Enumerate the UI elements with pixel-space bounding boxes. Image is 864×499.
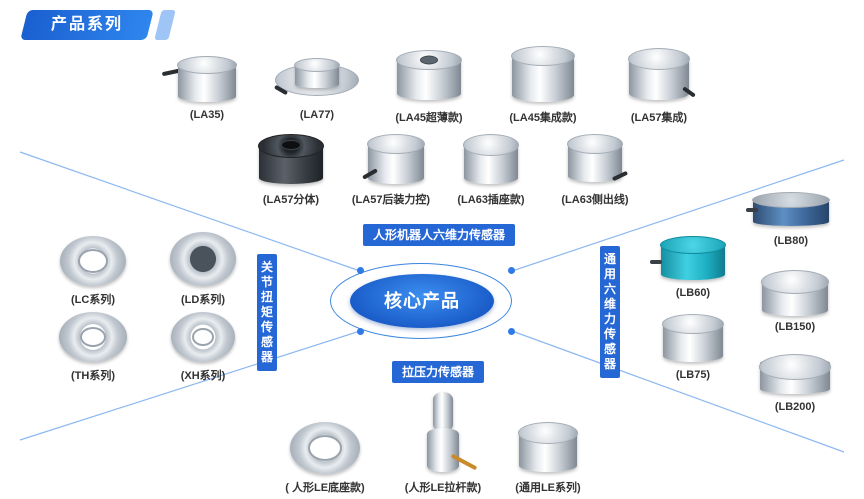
product-la57-split[interactable]: (LA57分体)	[246, 132, 336, 207]
product-image	[746, 190, 836, 232]
product-image	[384, 48, 474, 106]
product-image	[648, 234, 738, 284]
product-image	[246, 132, 336, 188]
product-le-general[interactable]: (通用LE系列)	[498, 420, 598, 495]
product-label: (LC系列)	[71, 294, 115, 306]
product-label: (LD系列)	[181, 294, 225, 306]
product-label: (LA77)	[299, 109, 335, 121]
product-la63-side[interactable]: (LA63侧出线)	[550, 132, 640, 207]
product-image	[163, 230, 243, 288]
product-label: (LB80)	[773, 235, 809, 247]
product-lb75[interactable]: (LB75)	[648, 312, 738, 381]
product-la45-thin[interactable]: (LA45超薄款)	[384, 48, 474, 125]
product-image	[446, 132, 536, 188]
product-label: (LA57集成)	[630, 112, 688, 124]
product-image	[398, 392, 488, 476]
section-title-tag: 产品系列	[20, 10, 154, 40]
product-la57-rear-control[interactable]: (LA57后装力控)	[346, 132, 436, 207]
product-label: (XH系列)	[180, 370, 226, 382]
product-label: (LB200)	[774, 401, 816, 413]
node-dot-bottom-left	[357, 328, 364, 335]
product-label: (LA63侧出线)	[561, 194, 629, 206]
product-label: (LA35)	[189, 109, 225, 121]
section-title: 产品系列	[50, 16, 123, 33]
product-lb80[interactable]: (LB80)	[746, 190, 836, 247]
category-joint-torque: 关节扭矩传感器	[257, 254, 277, 371]
product-label: (LA63插座款)	[457, 194, 525, 206]
node-dot-top-right	[508, 267, 515, 274]
product-la35[interactable]: (LA35)	[161, 52, 252, 121]
product-label: (LB75)	[675, 369, 711, 381]
node-dot-top-left	[357, 267, 364, 274]
product-image	[163, 310, 243, 364]
center-ring	[330, 263, 512, 339]
product-le-base[interactable]: ( 人形LE底座款)	[270, 420, 380, 495]
product-image	[614, 46, 704, 106]
product-th-series[interactable]: (TH系列)	[48, 310, 138, 383]
product-label: (通用LE系列)	[515, 482, 581, 494]
product-label: (LB150)	[774, 321, 816, 333]
product-image	[280, 420, 370, 476]
product-image	[346, 132, 446, 188]
connector-line-bottom-left	[19, 330, 361, 441]
product-image	[272, 52, 362, 106]
product-image	[750, 268, 840, 318]
product-lb60[interactable]: (LB60)	[648, 234, 738, 299]
product-la57-integrated[interactable]: (LA57集成)	[614, 46, 704, 125]
product-lb200[interactable]: (LB200)	[750, 352, 840, 413]
node-dot-bottom-right	[508, 328, 515, 335]
product-image	[648, 312, 738, 366]
category-general-six-axis: 通用六维力传感器	[600, 246, 620, 378]
product-image	[750, 352, 840, 398]
product-label: ( 人形LE底座款)	[285, 482, 365, 494]
connector-line-top-right	[511, 159, 845, 272]
product-label: (LA57后装力控)	[351, 194, 431, 206]
connector-line-top-left	[19, 151, 361, 272]
category-humanoid-six-axis: 人形机器人六维力传感器	[363, 224, 516, 246]
connector-line-bottom-right	[511, 330, 845, 453]
product-la45-integrated[interactable]: (LA45集成款)	[498, 44, 588, 125]
product-le-rod[interactable]: (人形LE拉杆款)	[388, 392, 498, 495]
product-lb150[interactable]: (LB150)	[750, 268, 840, 333]
product-label: (LB60)	[675, 287, 711, 299]
product-image	[53, 310, 133, 364]
product-lc-series[interactable]: (LC系列)	[48, 234, 138, 307]
product-ld-series[interactable]: (LD系列)	[158, 230, 248, 307]
product-xh-series[interactable]: (XH系列)	[158, 310, 248, 383]
product-label: (人形LE拉杆款)	[404, 482, 482, 494]
product-label: (LA57分体)	[262, 194, 320, 206]
center-title: 核心产品	[350, 274, 494, 328]
category-tension-compression: 拉压力传感器	[392, 361, 485, 383]
product-label: (LA45集成款)	[509, 112, 577, 124]
product-image	[503, 420, 593, 476]
product-label: (TH系列)	[71, 370, 115, 382]
product-image	[498, 44, 588, 106]
product-image	[161, 52, 252, 106]
product-label: (LA45超薄款)	[395, 112, 463, 124]
product-image	[550, 132, 640, 188]
product-la77[interactable]: (LA77)	[272, 52, 362, 121]
product-la63-socket[interactable]: (LA63插座款)	[446, 132, 536, 207]
product-image	[53, 234, 133, 288]
